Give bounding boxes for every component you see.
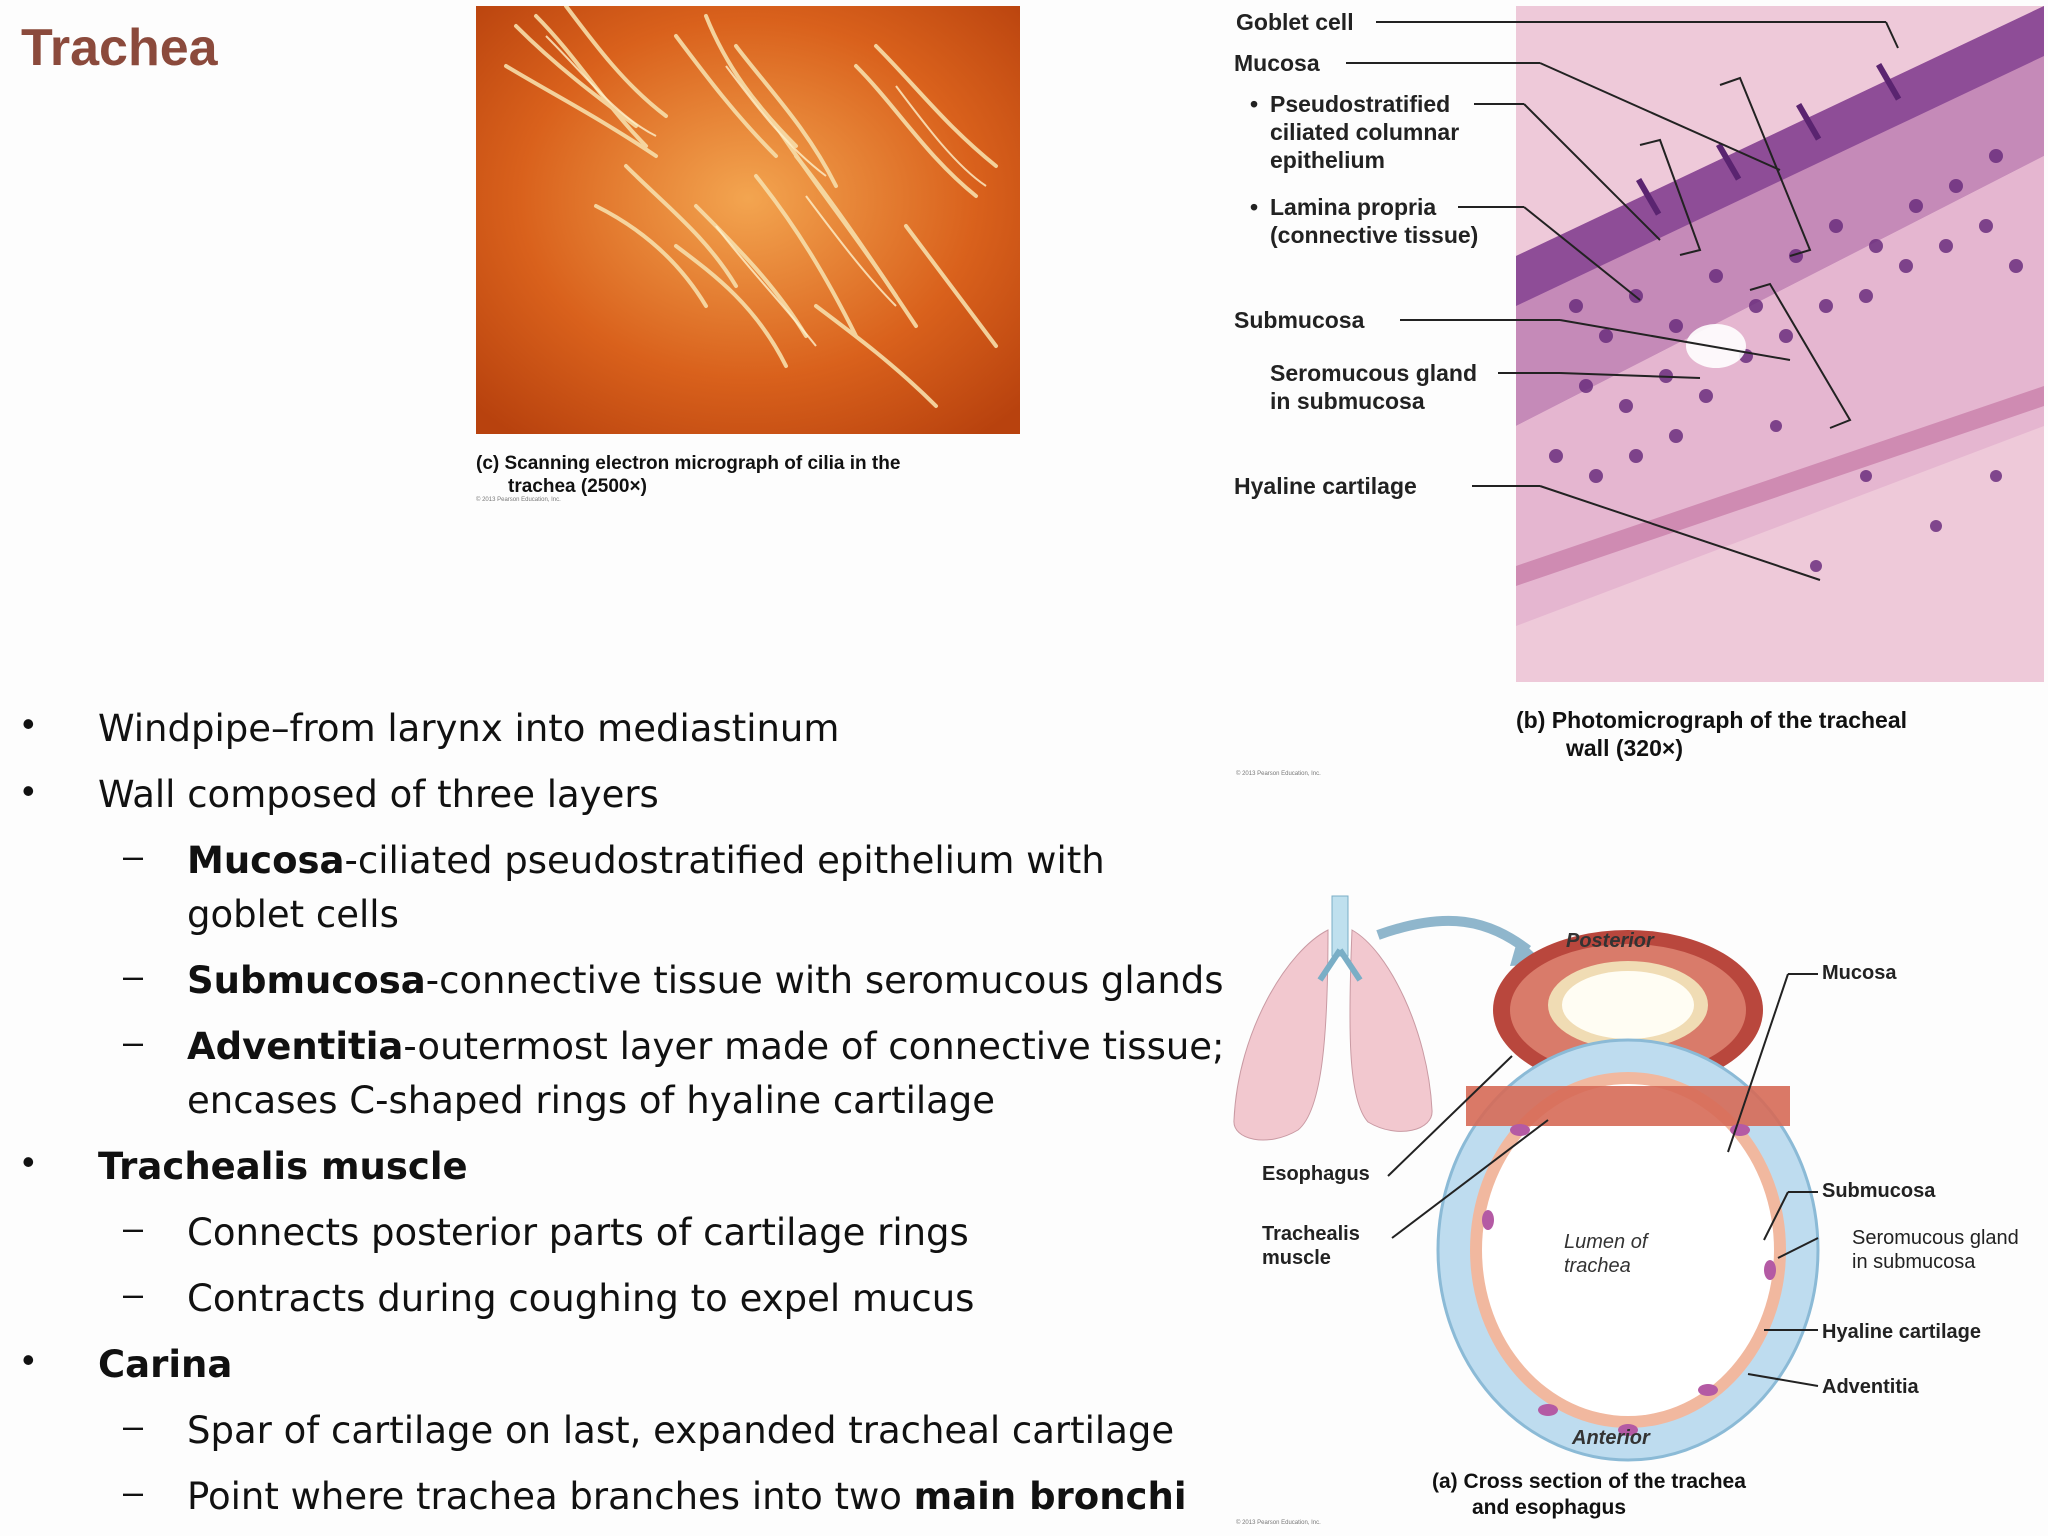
diagram-caption-line1: (a) Cross section of the trachea xyxy=(1432,1470,1746,1493)
diagram-copyright: © 2013 Pearson Education, Inc. xyxy=(1236,1520,1321,1526)
sub-dash: – xyxy=(123,1021,144,1062)
diagram-trachealis-line1: Trachealis xyxy=(1262,1223,1360,1245)
sub-dash: – xyxy=(123,955,144,996)
sub-submucosa: Submucosa-connective tissue with seromuc… xyxy=(187,954,1224,1008)
bullet-carina: Carina xyxy=(98,1343,233,1386)
label-pseudo-line1: Pseudostratified xyxy=(1270,91,1451,117)
bullet-dot: • xyxy=(22,770,35,811)
sub-connects: Connects posterior parts of cartilage ri… xyxy=(187,1211,969,1254)
sem-cilia-image xyxy=(476,6,1020,434)
diagram-posterior-label: Posterior xyxy=(1566,930,1654,952)
label-goblet-cell: Goblet cell xyxy=(1236,9,1354,35)
sub-branch-text: Point where trachea branches into two xyxy=(187,1475,914,1518)
sub-submucosa-desc: -connective tissue with seromucous gland… xyxy=(425,959,1224,1002)
sub-adventitia-desc: -outermost layer made of connective tiss… xyxy=(403,1025,1225,1068)
label-lamina-line1: Lamina propria xyxy=(1270,194,1437,220)
label-hyaline-cartilage: Hyaline cartilage xyxy=(1234,473,1417,499)
diagram-esophagus-label: Esophagus xyxy=(1262,1163,1370,1185)
bullet-dot: • xyxy=(22,1339,35,1380)
sub-contracts: Contracts during coughing to expel mucus xyxy=(187,1277,975,1320)
diagram-seromucous-label: Seromucous gland in submucosa xyxy=(1852,1226,2019,1274)
diagram-caption-line2: and esophagus xyxy=(1472,1496,1627,1519)
diagram-trachealis-label: Trachealis muscle xyxy=(1262,1222,1360,1270)
photo-caption-line1: (b) Photomicrograph of the tracheal xyxy=(1516,707,1908,733)
diagram-submucosa-label: Submucosa xyxy=(1822,1180,1936,1202)
label-pseudo-line3: epithelium xyxy=(1270,147,1386,173)
bullet-trachealis: Trachealis muscle xyxy=(98,1145,468,1188)
sem-copyright: © 2013 Pearson Education, Inc. xyxy=(476,497,561,503)
diagram-anterior-label: Anterior xyxy=(1572,1427,1650,1449)
sub-dash: – xyxy=(123,1471,144,1512)
label-lamina-line2: (connective tissue) xyxy=(1270,222,1479,248)
sub-dash: – xyxy=(123,1207,144,1248)
sub-mucosa: Mucosa-ciliated pseudostratified epithel… xyxy=(187,834,1105,888)
sem-caption-line1: (c) Scanning electron micrograph of cili… xyxy=(476,453,901,474)
sem-caption: (c) Scanning electron micrograph of cili… xyxy=(476,452,1036,498)
diagram-gland-line2: in submucosa xyxy=(1852,1251,1976,1273)
label-pseudo-line2: ciliated columnar xyxy=(1270,119,1460,145)
sub-spar: Spar of cartilage on last, expanded trac… xyxy=(187,1409,1175,1452)
diagram-lumen-label: Lumen of trachea xyxy=(1564,1230,1647,1278)
slide-title: Trachea xyxy=(21,19,218,77)
diagram-trachealis-line2: muscle xyxy=(1262,1247,1331,1269)
photo-caption-line2: wall (320×) xyxy=(1566,735,1683,761)
diagram-gland-line1: Seromucous gland xyxy=(1852,1227,2019,1249)
sub-dash: – xyxy=(123,1273,144,1314)
sub-mucosa-desc: -ciliated pseudostratified epithelium wi… xyxy=(344,839,1105,882)
label-lamina-bullet: • xyxy=(1250,194,1259,220)
cross-section-diagram xyxy=(1233,895,1820,1462)
bullet-wall-layers: Wall composed of three layers xyxy=(98,773,659,816)
sub-main-bronchi-term: main bronchi xyxy=(913,1475,1187,1518)
diagram-mucosa-label: Mucosa xyxy=(1822,962,1897,984)
bullet-windpipe: Windpipe–from larynx into mediastinum xyxy=(98,707,840,750)
sem-caption-line2: trachea (2500×) xyxy=(508,476,647,497)
sub-dash: – xyxy=(123,835,144,876)
lungs-illustration xyxy=(1233,895,1433,1141)
diagram-hyaline-label: Hyaline cartilage xyxy=(1822,1321,1981,1343)
sub-dash: – xyxy=(123,1405,144,1446)
diagram-caption: (a) Cross section of the trachea and eso… xyxy=(1432,1469,1746,1521)
label-lamina-propria: Lamina propria (connective tissue) xyxy=(1270,193,1478,249)
diagram-adventitia-label: Adventitia xyxy=(1822,1376,1919,1398)
sub-branch-point: Point where trachea branches into two ma… xyxy=(187,1470,1187,1524)
label-gland-line2: in submucosa xyxy=(1270,388,1425,414)
sub-mucosa-term: Mucosa xyxy=(187,839,345,882)
tracheal-wall-photomicrograph xyxy=(1516,6,2044,682)
label-seromucous-gland: Seromucous gland in submucosa xyxy=(1270,359,1477,415)
bullet-dot: • xyxy=(22,703,35,744)
sub-submucosa-term: Submucosa xyxy=(187,959,426,1002)
diagram-lumen-line1: Lumen of xyxy=(1564,1231,1648,1253)
label-mucosa: Mucosa xyxy=(1234,50,1320,76)
label-pseudostratified: Pseudostratified ciliated columnar epith… xyxy=(1270,90,1459,174)
sub-adventitia-cont: encases C-shaped rings of hyaline cartil… xyxy=(187,1079,996,1122)
bullet-dot: • xyxy=(22,1141,35,1182)
diagram-lumen-line2: trachea xyxy=(1564,1255,1631,1277)
sub-mucosa-cont: goblet cells xyxy=(187,893,399,936)
photo-copyright: © 2013 Pearson Education, Inc. xyxy=(1236,771,1321,777)
sub-adventitia: Adventitia-outermost layer made of conne… xyxy=(187,1020,1225,1074)
photo-caption: (b) Photomicrograph of the tracheal wall… xyxy=(1516,706,2048,762)
label-gland-line1: Seromucous gland xyxy=(1270,360,1478,386)
label-submucosa: Submucosa xyxy=(1234,307,1365,333)
sub-adventitia-term: Adventitia xyxy=(187,1025,404,1068)
label-pseudostratified-bullet: • xyxy=(1250,91,1259,117)
